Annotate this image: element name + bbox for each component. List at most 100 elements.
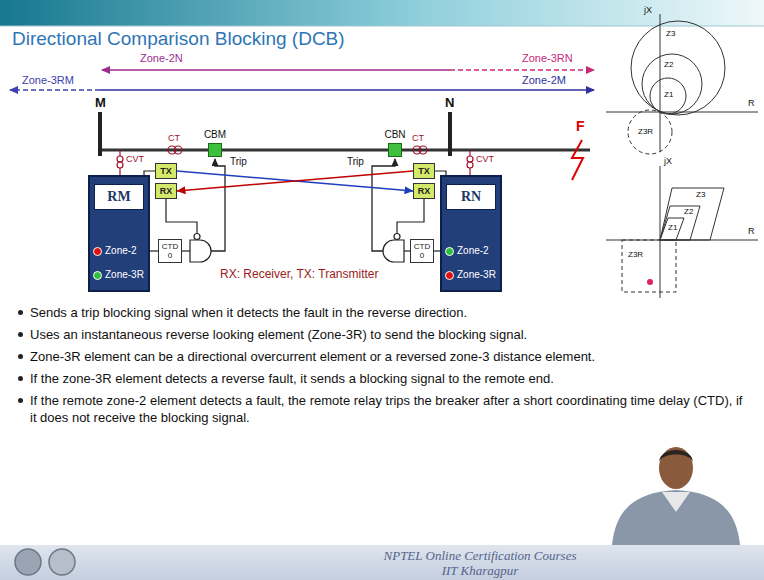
relay-panel: Zone-2Zone-3R RM — [88, 175, 150, 292]
diagram-label: Z3 — [696, 190, 705, 199]
mho-characteristic — [642, 54, 702, 114]
diagram-label: M — [95, 96, 106, 111]
presenter-figure — [659, 447, 693, 489]
footer-text: IIT Kharagpur — [442, 563, 519, 579]
bullet-text: Zone-3R element can be a directional ove… — [30, 348, 748, 365]
diagram-label: Z3R — [628, 250, 643, 259]
diagram-label: Zone-3RM — [22, 74, 74, 87]
instrument-transformer — [174, 146, 182, 154]
zone-label: Zone-2 — [105, 245, 137, 256]
circuit-breaker: CBN — [388, 143, 402, 157]
instrument-transformer — [117, 162, 123, 168]
bullet-text: Sends a trip blocking signal when it det… — [30, 304, 748, 321]
zone-indicator — [445, 271, 454, 280]
bus-line — [100, 112, 590, 156]
header-band — [0, 0, 764, 26]
fault-symbol — [572, 140, 583, 180]
instrument-transformer — [419, 146, 427, 154]
footer-band — [49, 549, 75, 575]
logic-wires — [182, 250, 190, 251]
slide-title: Directional Comparison Blocking (DCB) — [12, 28, 345, 50]
header-band — [0, 0, 764, 26]
presenter-figure — [612, 447, 740, 545]
diagram-label: Z1 — [664, 90, 673, 99]
footer-band — [0, 545, 764, 580]
mho-characteristic — [628, 110, 672, 154]
signal-label: TX — [418, 166, 430, 176]
trip-line — [211, 159, 225, 251]
signal-box: RX — [413, 183, 435, 199]
diagram-label: Zone-3RN — [522, 52, 573, 65]
timer-label: 0 — [168, 251, 172, 260]
diagram-label: Z1 — [668, 223, 677, 232]
diagram-label: Trip — [346, 156, 365, 168]
diagram-label: R — [748, 226, 755, 236]
diagram-label: Zone-2M — [522, 74, 566, 87]
diagram-label: CT — [412, 133, 424, 143]
zone-label: Zone-3R — [457, 269, 496, 280]
diagram-label: jX — [664, 156, 672, 166]
logic-wires — [397, 199, 424, 233]
diagram-label: CVT — [476, 154, 494, 164]
zone-reach-arrows — [10, 89, 100, 91]
diagram-label: Z2 — [684, 207, 693, 216]
signal-channel — [177, 171, 413, 191]
relay-name: RM — [107, 189, 130, 205]
mho-characteristic — [631, 21, 725, 115]
instrument-transformer — [469, 168, 470, 175]
zone-reach-arrows — [100, 89, 594, 91]
diagram-label: Z3 — [666, 29, 675, 38]
diagram-label: Zone-2N — [140, 52, 183, 65]
diagram-label: Z2 — [664, 60, 673, 69]
timer-label: 0 — [420, 251, 424, 260]
diagram-label: RX: Receiver, TX: Transmitter — [220, 268, 379, 282]
bullet-dot — [18, 376, 23, 381]
diagram-label: Z3R — [638, 127, 653, 136]
and-gate — [194, 234, 200, 240]
zone-label: Zone-2 — [457, 245, 489, 256]
zone-indicator — [93, 271, 102, 280]
instrument-transformer — [467, 156, 473, 162]
trip-line — [211, 159, 395, 251]
timer-box: CTD0 — [410, 239, 434, 263]
bullet-text: If the remote zone-2 element detects a f… — [30, 392, 748, 426]
presenter-figure — [659, 450, 693, 462]
breaker-label: CBN — [384, 129, 405, 140]
instrument-transformer — [469, 150, 470, 156]
bullet-dot — [18, 332, 23, 337]
diagram-label: R — [748, 98, 755, 108]
bus-line — [448, 112, 452, 156]
signal-box: TX — [155, 163, 177, 179]
diagram-label: CT — [168, 133, 180, 143]
logic-wires — [150, 250, 158, 251]
zone-reach-arrows — [450, 69, 594, 71]
relay-panel: Zone-2Zone-3R RN — [440, 175, 502, 292]
circuit-breaker: CBM — [208, 143, 222, 157]
footer-band — [15, 549, 41, 575]
instrument-transformer — [117, 156, 123, 162]
diagram-label: CVT — [126, 154, 144, 164]
signal-channel — [177, 171, 413, 191]
zone-reach-arrows — [10, 70, 594, 90]
footer-band — [0, 545, 764, 580]
presenter-figure — [662, 492, 690, 512]
relay-box: RN — [446, 184, 496, 210]
and-gate — [394, 234, 400, 240]
quadrilateral-characteristic — [660, 206, 700, 240]
logic-wires — [166, 199, 197, 233]
presenter-figure — [612, 490, 740, 545]
quadrilateral-characteristic — [660, 188, 724, 240]
bullet-dot — [18, 398, 23, 403]
and-gate — [383, 240, 404, 262]
bus-line — [98, 112, 102, 156]
zone-label: Zone-3R — [105, 269, 144, 280]
zone-reach-arrows — [102, 69, 450, 71]
relay-name: RN — [461, 189, 481, 205]
instrument-transformer — [467, 162, 473, 168]
signal-label: TX — [160, 166, 172, 176]
relay-box: RM — [94, 184, 144, 210]
diagram-label: Trip — [229, 156, 248, 168]
diagram-label: jX — [644, 5, 652, 15]
